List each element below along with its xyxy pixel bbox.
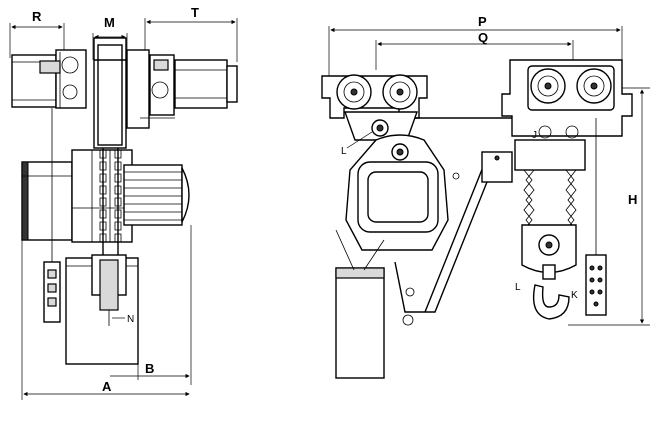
label-Q: Q <box>478 30 488 45</box>
label-P: P <box>478 14 487 29</box>
label-J: J <box>532 130 537 141</box>
right-view: P Q L <box>321 14 650 379</box>
label-N: N <box>127 314 134 325</box>
load-chain <box>99 148 122 262</box>
label-L-lower: L <box>515 282 521 293</box>
load-chain-side <box>514 139 586 231</box>
left-view: R M T <box>9 5 238 400</box>
label-A: A <box>102 379 112 394</box>
label-K: K <box>571 290 578 301</box>
dim-B: B <box>110 225 192 385</box>
dim-A: A <box>21 240 190 400</box>
hoist-body-side <box>345 134 460 251</box>
dim-Q: Q <box>375 30 574 70</box>
bracket-arm <box>394 161 497 313</box>
dim-T: T <box>144 5 238 62</box>
left-trolley-gearbox <box>55 49 87 109</box>
hoist-gear-case <box>21 161 73 241</box>
hoist-motor <box>123 164 190 226</box>
trolley-wheels-left <box>321 74 428 141</box>
label-R: R <box>32 9 42 24</box>
chain-bag-side <box>335 267 385 379</box>
right-trolley-motor <box>174 59 228 109</box>
dim-H: H <box>568 87 650 326</box>
trolley-right <box>501 59 633 139</box>
label-B: B <box>145 361 154 376</box>
label-T: T <box>191 5 199 20</box>
hook-block-side <box>521 224 577 320</box>
label-H: H <box>628 192 637 207</box>
hoist-body <box>71 149 133 243</box>
label-L-upper: L <box>341 146 347 157</box>
label-M: M <box>104 15 115 30</box>
